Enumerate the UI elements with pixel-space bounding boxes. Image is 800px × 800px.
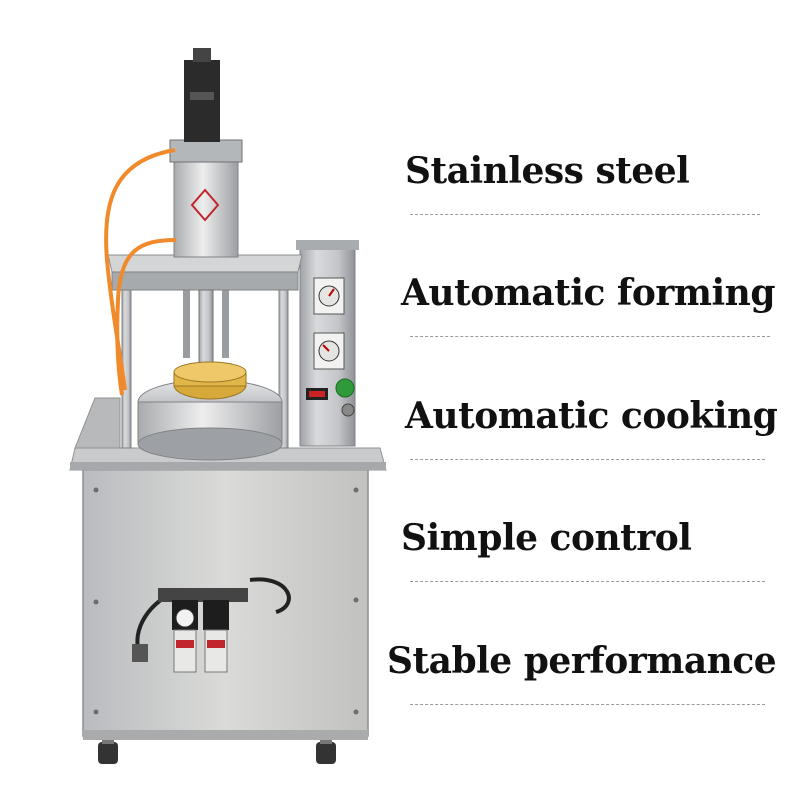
- feature-stable-performance: Stable performance: [385, 640, 785, 720]
- green-button-icon: [335, 378, 355, 398]
- top-crossbeam: [107, 254, 303, 291]
- dashed-divider: [410, 459, 765, 460]
- feature-label: Stable performance: [387, 640, 777, 682]
- feature-stainless-steel: Stainless steel: [385, 150, 785, 230]
- feature-label: Simple control: [401, 517, 692, 559]
- feature-automatic-cooking: Automatic cooking: [385, 395, 785, 475]
- dashed-divider: [410, 704, 765, 705]
- feature-label: Automatic cooking: [405, 395, 778, 437]
- pressure-gauge-icon: [313, 332, 345, 370]
- pneumatic-filter-unit: [132, 577, 291, 673]
- feature-label: Automatic forming: [401, 272, 776, 314]
- dashed-divider: [410, 336, 770, 337]
- dashed-divider: [410, 214, 760, 215]
- control-box: [296, 240, 359, 447]
- feature-list: Stainless steel Automatic forming Automa…: [385, 140, 785, 740]
- orange-air-hoses: [104, 148, 177, 396]
- feature-simple-control: Simple control: [385, 517, 785, 597]
- feature-automatic-forming: Automatic forming: [385, 272, 785, 352]
- dashed-divider: [410, 581, 765, 582]
- press-rod: [198, 289, 214, 371]
- feature-label: Stainless steel: [405, 150, 690, 192]
- air-cylinder: [169, 48, 243, 258]
- temperature-dial-icon: [313, 277, 345, 315]
- heating-plates: [137, 361, 283, 461]
